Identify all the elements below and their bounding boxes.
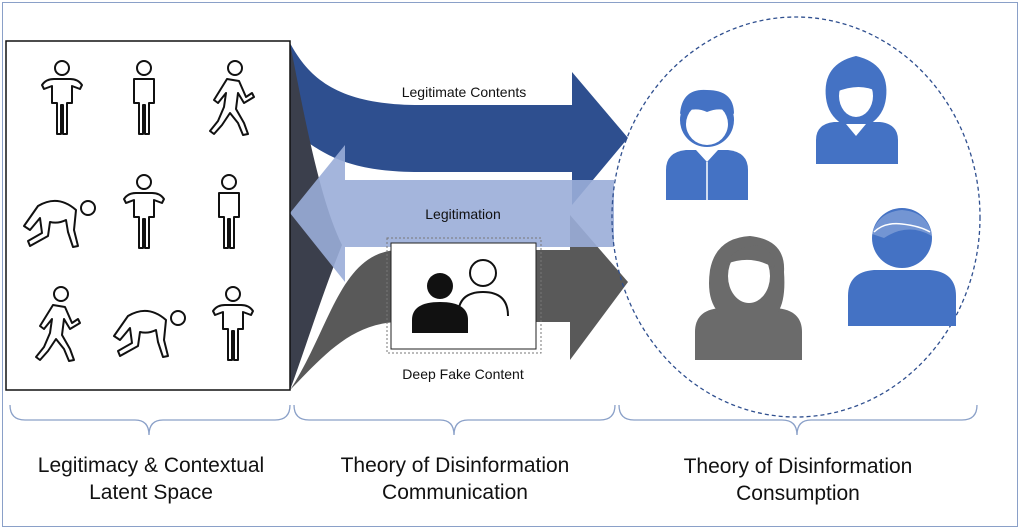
section-line-1: Legitimacy & Contextual bbox=[37, 454, 265, 477]
section-line-1: Theory of Disinformation bbox=[340, 454, 570, 477]
two-people-icon bbox=[412, 259, 509, 333]
boy-avatar-icon bbox=[666, 89, 748, 200]
section-label-communication: Theory of Disinformation Communication bbox=[300, 452, 610, 506]
consumption-circle bbox=[611, 16, 981, 418]
legitimate-contents-label: Legitimate Contents bbox=[402, 84, 527, 100]
girl-avatar-icon bbox=[816, 56, 898, 164]
section-label-latent-space: Legitimacy & Contextual Latent Space bbox=[6, 452, 296, 506]
deepfake-content-label: Deep Fake Content bbox=[402, 366, 524, 382]
brace-communication bbox=[293, 404, 616, 436]
section-label-consumption: Theory of Disinformation Consumption bbox=[640, 453, 956, 507]
section-line-1: Theory of Disinformation bbox=[683, 455, 913, 478]
woman-avatar-icon bbox=[695, 236, 802, 360]
legitimation-arrow bbox=[290, 145, 614, 282]
deepfake-box-outline bbox=[386, 237, 542, 354]
section-line-2: Communication bbox=[382, 481, 528, 504]
legitimate-contents-arrow bbox=[290, 43, 628, 205]
man-avatar-icon bbox=[848, 208, 956, 326]
deepfake-box bbox=[390, 242, 537, 350]
section-line-2: Latent Space bbox=[89, 481, 213, 504]
section-line-2: Consumption bbox=[736, 482, 860, 505]
legitimation-label: Legitimation bbox=[425, 206, 501, 222]
brace-latent-space bbox=[9, 404, 291, 436]
brace-consumption bbox=[618, 404, 978, 436]
braces bbox=[9, 404, 978, 436]
